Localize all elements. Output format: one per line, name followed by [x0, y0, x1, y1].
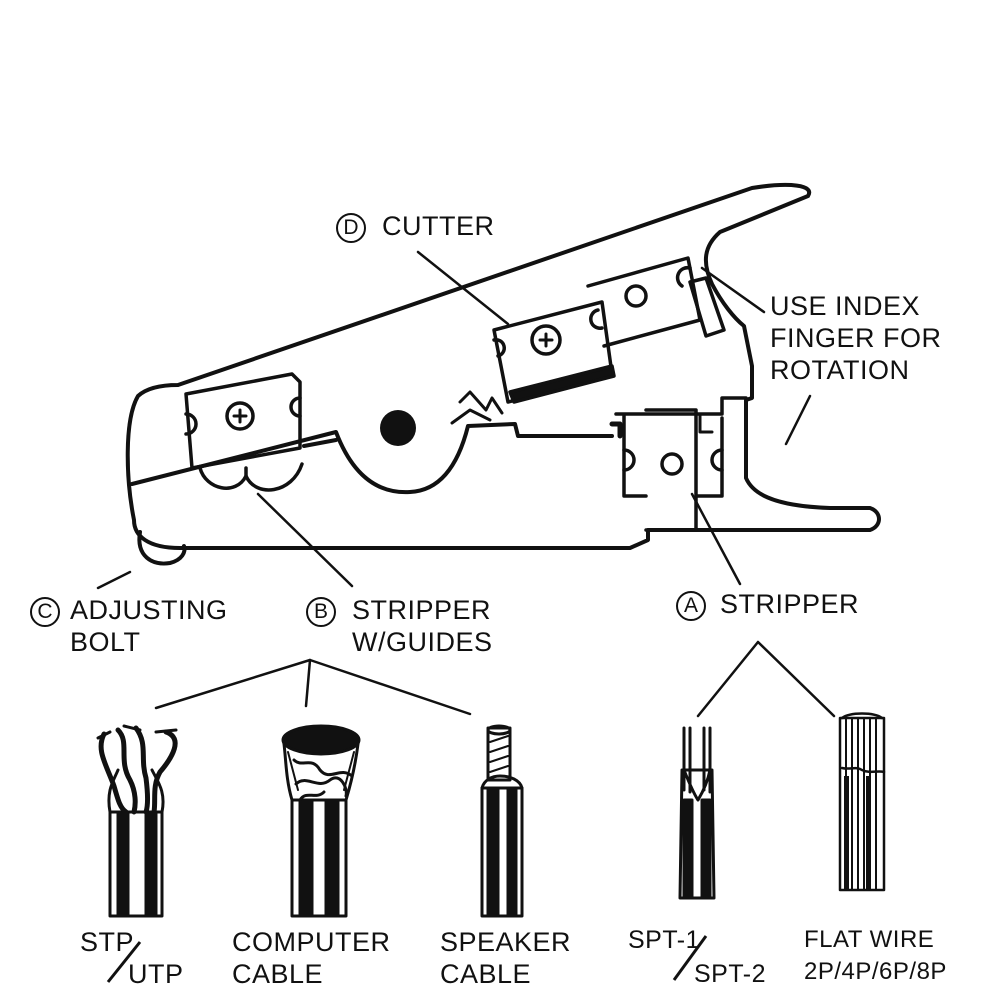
callout-c-marker: C [30, 597, 60, 627]
spt2-label: SPT-2 [694, 960, 766, 988]
spt-cable [678, 726, 716, 900]
spt1-label: SPT-1 [628, 926, 700, 954]
speaker-cable-label-1: SPEAKER [440, 927, 572, 957]
callout-b-marker: B [306, 597, 336, 627]
speaker-cable-label-2: CABLE [440, 959, 532, 989]
utp-label: UTP [128, 959, 184, 989]
index-note-line-3: ROTATION [770, 355, 910, 385]
index-note-line-1: USE INDEX [770, 291, 921, 321]
stp-utp-slash [106, 941, 142, 983]
speaker-cable [480, 724, 524, 918]
computer-cable [281, 724, 361, 918]
computer-cable-label-1: COMPUTER [232, 927, 391, 957]
adjusting-bolt-label-1: ADJUSTING [70, 595, 228, 625]
stripper-label: STRIPPER [720, 589, 860, 619]
stripper-clamp [609, 396, 748, 532]
flat-wire-label-2: 2P/4P/6P/8P [804, 958, 947, 985]
callout-d-marker: D [336, 213, 366, 243]
index-note-line-2: FINGER FOR [770, 323, 942, 353]
stp-label: STP [80, 927, 135, 957]
spt-slash [672, 935, 708, 981]
computer-cable-label-2: CABLE [232, 959, 324, 989]
stripper-guide-plate [184, 372, 304, 492]
callout-a-marker: A [676, 591, 706, 621]
stp-utp-cable [96, 724, 178, 918]
flat-wire-label-1: FLAT WIRE [804, 926, 935, 953]
tool-body [125, 182, 881, 566]
flat-wire [838, 712, 886, 892]
stripper-guides-label-2: W/GUIDES [352, 627, 493, 657]
cutter-label: CUTTER [382, 211, 495, 241]
leader-lines [96, 250, 836, 718]
stripper-guides-label-1: STRIPPER [352, 595, 492, 625]
adjusting-bolt-label-2: BOLT [70, 627, 141, 657]
cutter-block [492, 256, 726, 404]
